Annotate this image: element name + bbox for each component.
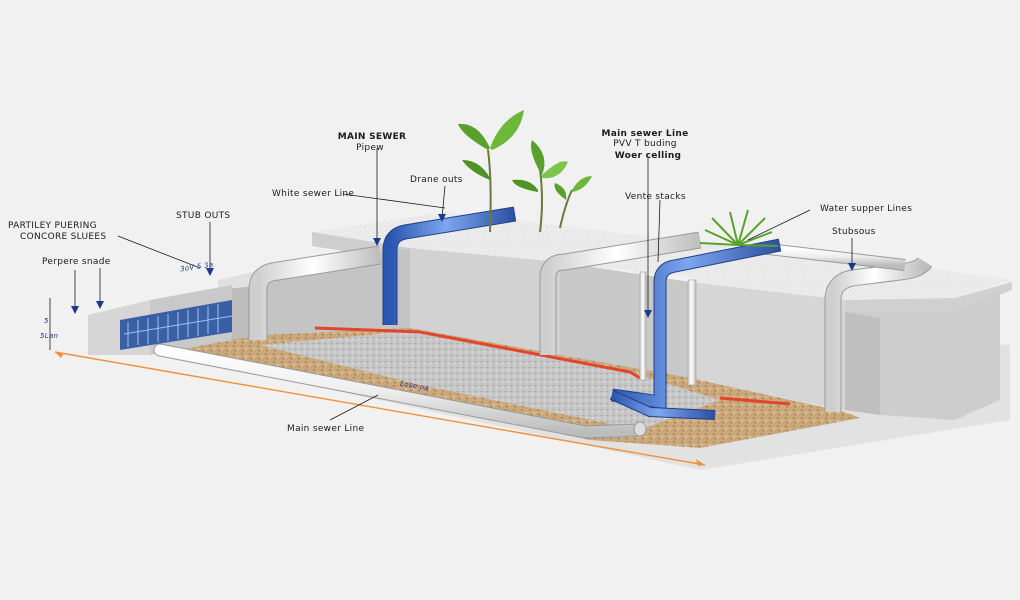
back-wall-r2: [690, 282, 845, 410]
back-wall-mid: [410, 248, 560, 355]
grate-icon: [120, 300, 233, 350]
sapling-icon: [458, 110, 524, 233]
fern-icon: [699, 209, 779, 247]
label-stub-outs-left: STUB OUTS: [176, 211, 231, 221]
label-stub-outs-right: Stubsous: [832, 227, 876, 237]
label-water-ceiling: Woer celling: [614, 151, 682, 161]
leader-lines: [49, 148, 853, 421]
label-partially-1: PARTILEY PUERING: [8, 221, 97, 231]
gray-gravel: [260, 330, 720, 430]
orange-dim-line: [54, 351, 706, 466]
label-white-sewer-line: White sewer Line: [272, 189, 355, 199]
dimension-left-1: 5: [44, 317, 49, 325]
label-main-sewer-pvt-1: Main sewer Line: [601, 129, 689, 139]
label-perpetual-grade: Perpere snade: [42, 257, 111, 267]
sapling-icon: [512, 140, 568, 233]
label-partially-2: CONCORE SLUEES: [20, 232, 107, 242]
label-main-sewer-pipew-2: Pipew: [356, 143, 384, 153]
leader-arrows: [71, 214, 856, 318]
label-drain-outs: Drane outs: [410, 175, 463, 185]
dimension-left-2: 5Lan: [40, 332, 59, 340]
right-wall-face: [845, 312, 880, 415]
label-vent-stacks: Vente stacks: [625, 192, 686, 202]
label-main-sewer-pipew-1: MAIN SEWER: [337, 132, 407, 142]
vent-stack-2: [687, 279, 697, 386]
vent-stack-1: [639, 271, 647, 381]
label-main-sewer-line-bottom: Main sewer Line: [287, 424, 365, 434]
sapling-icon: [554, 176, 592, 229]
right-wall: [845, 292, 1000, 420]
label-main-sewer-pvt-2: PVV T buding: [613, 139, 677, 149]
label-water-supply-lines: Water supper Lines: [820, 204, 913, 214]
red-supply-line: [314, 326, 641, 380]
